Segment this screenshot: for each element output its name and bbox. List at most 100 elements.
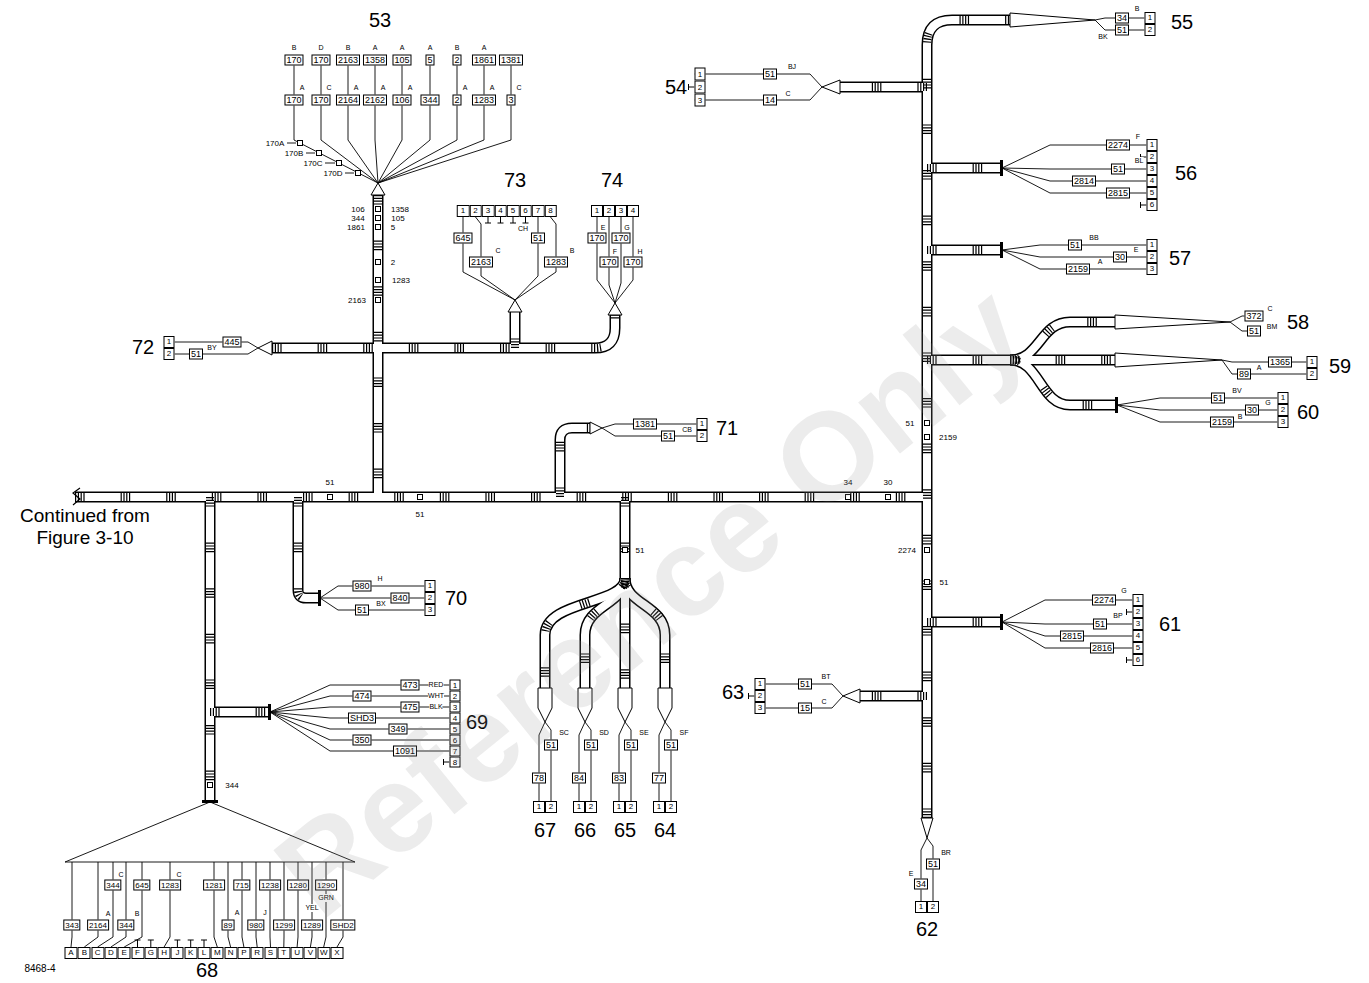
wire-code: H xyxy=(637,248,642,256)
splice-mark xyxy=(925,548,930,553)
bundle-wrap xyxy=(298,497,318,598)
bundle-outline xyxy=(272,315,615,348)
cavity-plug xyxy=(201,940,207,947)
pin-number: 1 xyxy=(457,205,470,217)
callout-number: 65 xyxy=(614,820,636,840)
wire-number: 105 xyxy=(392,55,411,66)
splice-label: 51 xyxy=(940,578,949,587)
wire-number: 84 xyxy=(572,773,586,784)
pin-number: 6 xyxy=(1133,654,1144,666)
splice-label: 2274 xyxy=(898,546,916,555)
wire xyxy=(378,60,511,183)
pin-number: 3 xyxy=(615,205,627,217)
splice-label: 1861 xyxy=(347,223,365,232)
splice-label: 170D xyxy=(323,169,342,178)
pin-number: 2 xyxy=(425,592,436,604)
wire-number: 170 xyxy=(311,95,330,106)
wire-code: G xyxy=(1265,399,1270,407)
pin-number: 5 xyxy=(1147,187,1158,199)
splice-mark xyxy=(298,141,303,146)
wire-number: 51 xyxy=(355,605,369,616)
wire-number: 1281 xyxy=(203,880,225,891)
splice-label: 1283 xyxy=(392,276,410,285)
wire-number: 2815 xyxy=(1106,188,1130,199)
wire-code: A xyxy=(490,84,495,92)
wire-code: A xyxy=(428,44,433,52)
wire-number: 2164 xyxy=(87,920,109,931)
wire-code: BR xyxy=(941,849,951,857)
wire xyxy=(214,862,217,947)
wire-code: B xyxy=(135,910,140,918)
wire-number: 34 xyxy=(914,879,928,890)
wire-code: A xyxy=(373,44,378,52)
splice-mark xyxy=(886,495,891,500)
pin-number: T xyxy=(277,947,290,959)
wire xyxy=(306,153,315,154)
wire-code: A xyxy=(1257,364,1262,372)
callout-number: 53 xyxy=(369,10,391,30)
splice-label: 2 xyxy=(391,258,395,267)
cavity-plug xyxy=(523,217,529,223)
wire-number: 1358 xyxy=(363,55,387,66)
pin-number: 2 xyxy=(545,801,557,813)
pin-number: 2 xyxy=(1278,404,1289,416)
connector-boot xyxy=(921,818,933,838)
wire-number: 1283 xyxy=(472,95,496,106)
wire xyxy=(378,60,402,183)
wire-number: 170 xyxy=(611,233,630,244)
wire-number: 51 xyxy=(926,859,940,870)
pin-number: 1 xyxy=(1133,594,1144,606)
pin-number: 1 xyxy=(425,580,436,592)
pin-number: 4 xyxy=(1133,630,1144,642)
wire-code: C xyxy=(326,84,331,92)
pin-number: 3 xyxy=(425,604,436,616)
callout-number: 57 xyxy=(1169,248,1191,268)
bundle-wrap xyxy=(927,246,1000,254)
wire-number: 51 xyxy=(1115,25,1129,36)
wire xyxy=(921,838,927,901)
connector-boot xyxy=(1115,353,1222,367)
wire-number: 51 xyxy=(531,233,545,244)
wire-code: A xyxy=(482,44,487,52)
splice-mark xyxy=(376,260,381,265)
wire-number: 473 xyxy=(400,680,419,691)
backshell xyxy=(202,800,218,803)
wire-number: 2814 xyxy=(1072,176,1096,187)
pin-number: 1 xyxy=(1147,239,1158,251)
callout-number: 70 xyxy=(445,588,467,608)
cavity-plug xyxy=(510,217,516,223)
pin-number: 2 xyxy=(585,801,597,813)
cavity-plug xyxy=(174,940,180,947)
wire xyxy=(98,862,113,947)
wire-number: 1365 xyxy=(1268,357,1292,368)
pin-number: 3 xyxy=(1133,618,1144,630)
bundle-outline xyxy=(298,497,318,598)
wire xyxy=(927,838,933,901)
callout-number: 54 xyxy=(665,77,687,97)
wire-number: 1381 xyxy=(499,55,523,66)
wire-number: 30 xyxy=(1113,252,1127,263)
pin-number: 8 xyxy=(544,205,557,217)
wire xyxy=(1222,360,1307,374)
wire-code: BV xyxy=(1232,387,1241,395)
pin-number: 2 xyxy=(625,801,637,813)
wire-number: 1861 xyxy=(472,55,496,66)
wire xyxy=(1117,405,1278,422)
wire-number: SHD3 xyxy=(348,713,376,724)
wire-code: D xyxy=(318,44,323,52)
wire-number: 3 xyxy=(506,95,515,106)
connector-boot xyxy=(843,689,860,703)
pin-number: J xyxy=(171,947,184,959)
wire-code: F xyxy=(1136,133,1140,141)
wire-number: 2 xyxy=(452,95,461,106)
callout-number: 59 xyxy=(1329,356,1351,376)
splice-mark xyxy=(376,278,381,283)
pin-number: 3 xyxy=(482,205,495,217)
wire xyxy=(619,722,625,801)
wire-number: 2159 xyxy=(1210,417,1234,428)
pin-number: 3 xyxy=(1278,416,1289,428)
wire-code: BX xyxy=(376,600,385,608)
wire-number: 2815 xyxy=(1060,631,1084,642)
pin-number: 1 xyxy=(591,205,603,217)
wire-code: C xyxy=(516,84,521,92)
